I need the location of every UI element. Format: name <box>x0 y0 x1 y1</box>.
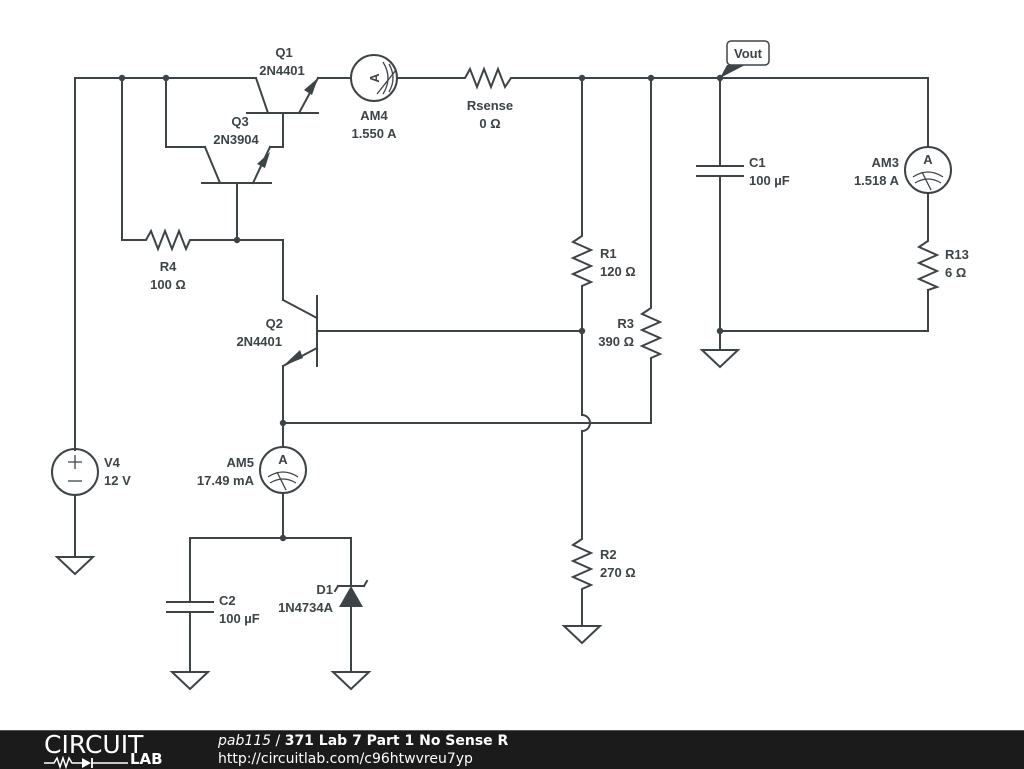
am3-reading: 1.518 A <box>854 173 900 188</box>
junction <box>716 327 724 335</box>
footer-bar: CIRCUIT LAB pab115 / 371 Lab 7 Part 1 No… <box>0 730 1024 769</box>
capacitor-c1[interactable]: C1 100 µF <box>696 155 790 188</box>
ammeter-am5[interactable]: A AM5 17.49 mA <box>197 446 307 494</box>
d1-part: 1N4734A <box>278 600 334 615</box>
am5-name: AM5 <box>227 455 254 470</box>
resistor-r2[interactable]: R2 270 Ω <box>570 534 636 591</box>
am5-glyph: A <box>278 452 288 467</box>
grounds <box>54 349 741 691</box>
q3-name: Q3 <box>231 114 248 129</box>
circuit-title: pab115 / 371 Lab 7 Part 1 No Sense R <box>218 732 508 750</box>
junction <box>578 74 586 82</box>
am3-name: AM3 <box>872 155 899 170</box>
ammeter-am3[interactable]: A AM3 1.518 A <box>854 146 952 194</box>
r4-name: R4 <box>160 259 177 274</box>
wires <box>74 77 929 673</box>
c2-name: C2 <box>219 593 236 608</box>
ground-icon <box>330 671 372 691</box>
circuit-url-link[interactable]: http://circuitlab.com/c96htwvreu7yp <box>218 751 473 767</box>
junction <box>279 534 287 542</box>
circuitlab-logo-icon <box>44 755 128 769</box>
wire-q3-collector <box>165 77 206 148</box>
r4-value: 100 Ω <box>150 277 186 292</box>
plus-icon <box>68 455 82 469</box>
zener-diode-d1[interactable]: D1 1N4734A <box>278 579 369 615</box>
r13-value: 6 Ω <box>945 265 966 280</box>
q1-part: 2N4401 <box>259 63 305 78</box>
r2-value: 270 Ω <box>600 565 636 580</box>
q2-name: Q2 <box>266 316 283 331</box>
d1-name: D1 <box>316 582 333 597</box>
circuitlab-logo-lab: LAB <box>130 750 163 768</box>
net-label-vout[interactable]: Vout <box>720 40 770 78</box>
v4-value: 12 V <box>104 473 131 488</box>
transistor-q2[interactable]: Q2 2N4401 <box>236 295 319 368</box>
wire-r4-left <box>121 77 143 241</box>
resistor-r13[interactable]: R13 6 Ω <box>916 236 969 292</box>
c1-value: 100 µF <box>749 173 790 188</box>
junction <box>118 74 126 82</box>
resistor-r3[interactable]: R3 390 Ω <box>598 303 663 361</box>
r3-value: 390 Ω <box>598 334 634 349</box>
junction <box>162 74 170 82</box>
transistor-q1[interactable]: Q1 2N4401 <box>246 45 320 115</box>
vout-label: Vout <box>734 46 763 61</box>
junction <box>279 419 287 427</box>
v4-name: V4 <box>104 455 121 470</box>
q2-part: 2N4401 <box>236 334 282 349</box>
ground-icon <box>54 556 96 576</box>
am5-reading: 17.49 mA <box>197 473 255 488</box>
r13-name: R13 <box>945 247 969 262</box>
r2-name: R2 <box>600 547 617 562</box>
junctions <box>118 74 724 542</box>
c1-name: C1 <box>749 155 766 170</box>
ground-icon <box>169 671 211 691</box>
transistor-q3[interactable]: Q3 2N3904 <box>201 114 272 185</box>
voltage-source-v4[interactable]: V4 12 V <box>51 448 131 496</box>
circuit-name: 371 Lab 7 Part 1 No Sense R <box>284 733 509 749</box>
q1-name: Q1 <box>275 45 292 60</box>
ground-icon <box>699 349 741 369</box>
am3-glyph: A <box>923 152 933 167</box>
resistor-r4[interactable]: R4 100 Ω <box>141 228 195 292</box>
c2-value: 100 µF <box>219 611 260 626</box>
junction <box>578 327 586 335</box>
rsense-value: 0 Ω <box>479 116 500 131</box>
author-link[interactable]: pab115 <box>218 733 272 749</box>
am4-reading: 1.550 A <box>351 126 397 141</box>
resistor-r1[interactable]: R1 120 Ω <box>570 231 636 289</box>
circuit-schematic: Q1 2N4401 Q3 2N3904 Q2 2N4401 A AM4 1.55… <box>51 40 969 691</box>
am4-glyph: A <box>367 73 382 83</box>
ammeter-am4[interactable]: A AM4 1.550 A <box>350 54 398 141</box>
title-separator: / <box>271 733 285 749</box>
capacitor-c2[interactable]: C2 100 µF <box>166 593 260 626</box>
rsense-name: Rsense <box>467 98 513 113</box>
junction <box>233 236 241 244</box>
r1-value: 120 Ω <box>600 264 636 279</box>
wire-q3-emitter <box>269 112 284 148</box>
r3-name: R3 <box>617 316 634 331</box>
q3-part: 2N3904 <box>213 132 259 147</box>
wire-r3-bottom <box>282 359 652 424</box>
circuitlab-logo-text: CIRCUIT <box>44 730 144 759</box>
wire-r4-right <box>193 239 284 301</box>
junction <box>647 74 655 82</box>
am4-name: AM4 <box>360 108 388 123</box>
resistor-rsense[interactable]: Rsense 0 Ω <box>459 66 519 131</box>
r1-name: R1 <box>600 246 617 261</box>
ground-icon <box>561 625 603 645</box>
